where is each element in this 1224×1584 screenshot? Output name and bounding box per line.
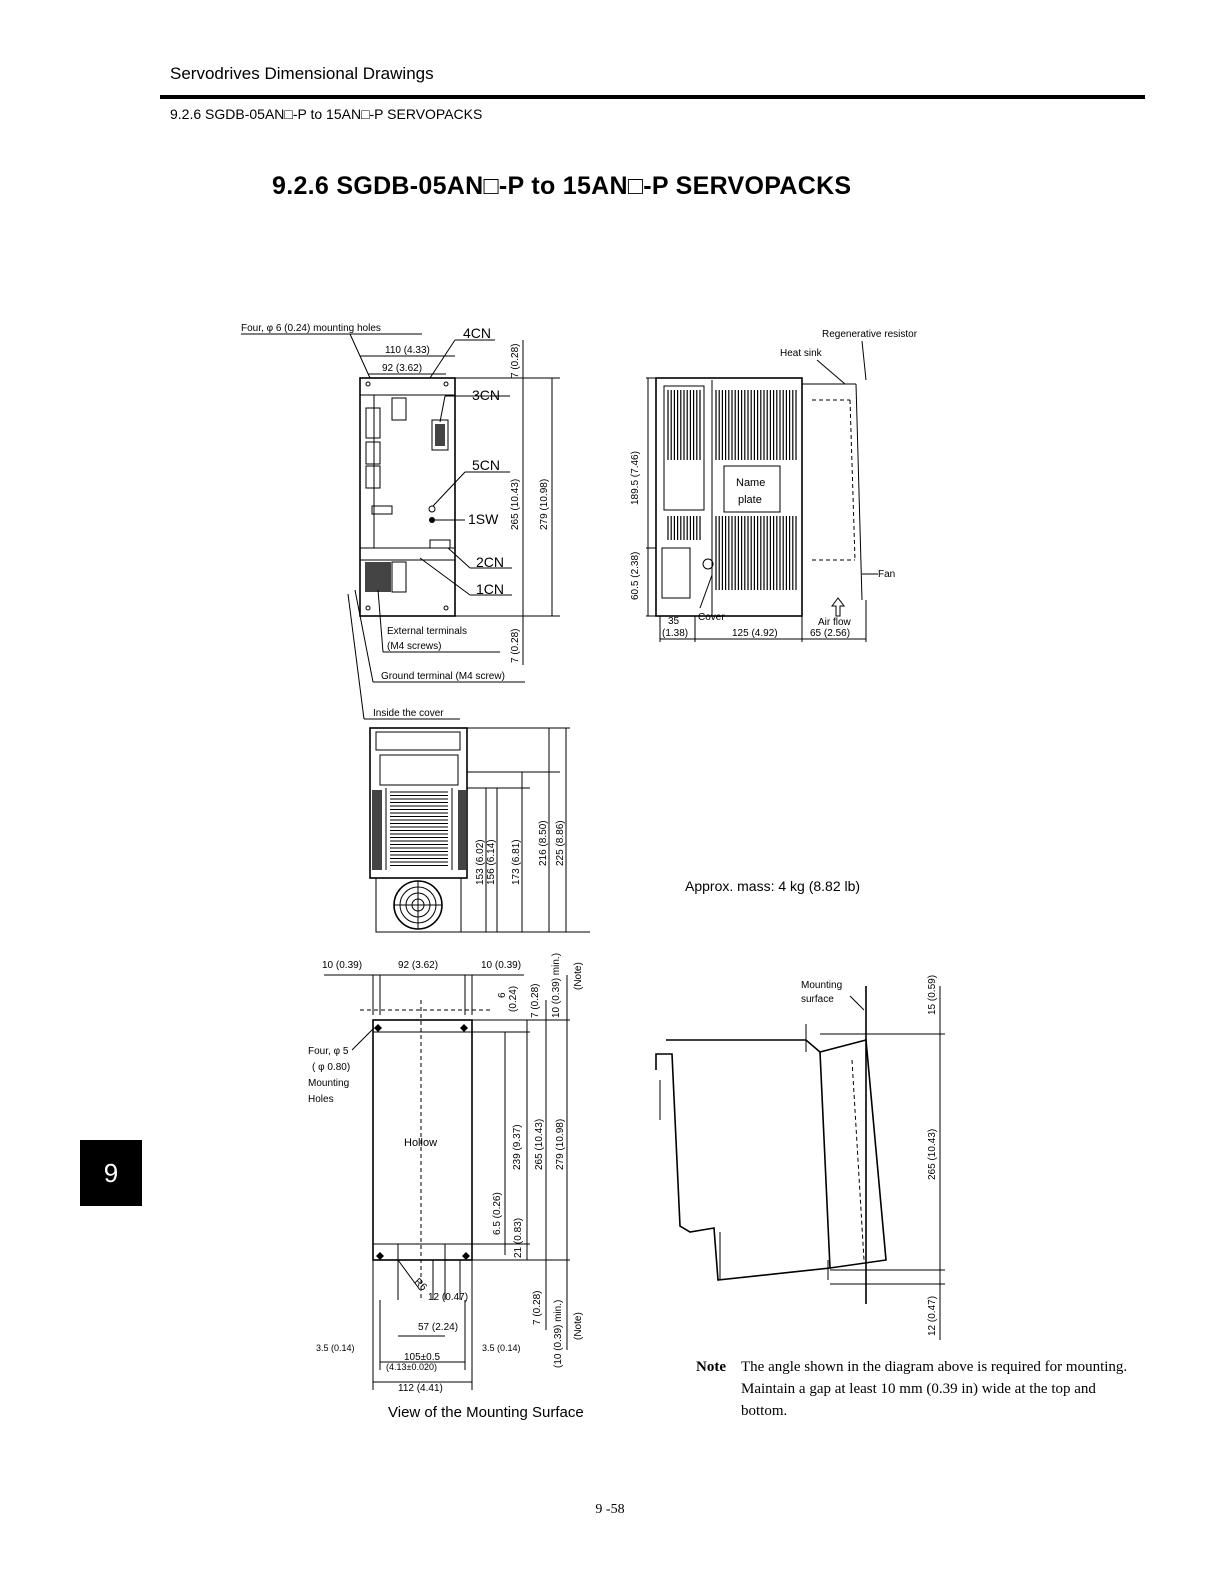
front-bottom-dim: 7 (0.28) xyxy=(510,629,521,663)
side-dim-35-inch: (1.38) xyxy=(662,628,688,639)
regenerative-resistor-label: Regenerative resistor xyxy=(822,329,918,340)
angled-heat-sink xyxy=(819,1038,887,1269)
mount-dim-3-5-right: 3.5 (0.14) xyxy=(482,1343,521,1353)
mount-holes-label-4: Holes xyxy=(308,1094,334,1105)
mount-plate xyxy=(372,1019,473,1261)
mount-dim-21: 21 (0.83) xyxy=(513,1218,524,1258)
mount-hole-bottom-right-icon xyxy=(462,1252,470,1260)
front-width-dim: 110 (4.33) xyxy=(385,345,430,356)
side-dim-65: 65 (2.56) xyxy=(810,628,850,639)
mount-note-top: (Note) xyxy=(573,962,584,990)
angle-dim-15: 15 (0.59) xyxy=(927,975,938,1015)
mount-dim-12: 12 (0.47) xyxy=(428,1292,468,1303)
mounting-surface-view: 10 (0.39) 92 (3.62) 10 (0.39) 6 (0.24) 7… xyxy=(308,953,584,1394)
mount-dim-112: 112 (4.41) xyxy=(398,1383,443,1394)
angle-dim-265: 265 (10.43) xyxy=(927,1129,938,1180)
cover-label: Cover xyxy=(698,612,725,623)
approx-mass: Approx. mass: 4 kg (8.82 lb) xyxy=(685,878,861,894)
note-label: Note xyxy=(696,1359,726,1375)
bottom-dim-153: 153 (6.02) xyxy=(475,839,486,885)
page-number: 9 -58 xyxy=(595,1502,625,1517)
section-title: 9.2.6 SGDB-05AN□-P to 15AN□-P SERVOPACKS xyxy=(272,172,852,200)
bottom-dim-225: 225 (8.86) xyxy=(555,820,566,866)
name-plate-text-1: Name xyxy=(736,477,765,489)
running-header-title: Servodrives Dimensional Drawings xyxy=(170,64,434,83)
side-lower-dim: 60.5 (2.38) xyxy=(630,552,641,600)
mount-hole-bottom-left-icon xyxy=(376,1252,384,1260)
connector-label-4cn: 4CN xyxy=(463,325,491,341)
front-height-dim: 279 (10.98) xyxy=(539,479,550,530)
name-plate-text-2: plate xyxy=(738,494,762,506)
mounting-surface-label-1: Mounting xyxy=(801,980,842,991)
side-upper-dim: 189.5 (7.46) xyxy=(630,451,641,505)
air-flow-label: Air flow xyxy=(818,617,852,628)
mount-top-dim-left: 10 (0.39) xyxy=(322,960,362,971)
angled-mounting-view: Mounting surface 15 (0.59) 265 (10.43) 1… xyxy=(655,975,945,1340)
name-plate xyxy=(723,465,781,513)
front-mounting-holes-label: Four, φ 6 (0.24) mounting holes xyxy=(241,323,381,334)
mount-dim-7-bottom: 7 (0.28) xyxy=(532,1291,543,1325)
mount-holes-label-1: Four, φ 5 xyxy=(308,1046,349,1057)
side-dim-35: 35 xyxy=(668,616,680,627)
side-dim-125: 125 (4.92) xyxy=(732,628,778,639)
running-header-subtitle: 9.2.6 SGDB-05AN□-P to 15AN□-P SERVOPACKS xyxy=(170,106,483,122)
bottom-dim-216: 216 (8.50) xyxy=(538,820,549,866)
mount-holes-label-2: ( φ 0.80) xyxy=(312,1062,350,1073)
bottom-dim-173: 173 (6.81) xyxy=(511,839,522,885)
mounting-surface-label-2: surface xyxy=(801,994,834,1005)
heat-sink-label: Heat sink xyxy=(780,348,823,359)
front-pitch-dim: 92 (3.62) xyxy=(382,363,422,374)
mount-dim-3-5-left: 3.5 (0.14) xyxy=(316,1343,355,1353)
mount-dim-6-5: 6.5 (0.26) xyxy=(492,1192,503,1235)
bottom-view: 153 (6.02) 156 (6.14) 173 (6.81) 216 (8.… xyxy=(369,727,590,933)
front-view: Four, φ 6 (0.24) mounting holes 110 (4.3… xyxy=(241,323,560,720)
mount-dim-10-top: 10 (0.39) min.) xyxy=(551,953,562,1018)
external-terminals-screw-label: (M4 screws) xyxy=(387,641,441,652)
side-body xyxy=(655,377,803,617)
angle-dim-12: 12 (0.47) xyxy=(927,1296,938,1336)
side-view: Regenerative resistor Heat sink Name pla… xyxy=(630,329,918,642)
mount-dim-239: 239 (9.37) xyxy=(512,1124,523,1170)
mount-dim-57: 57 (2.24) xyxy=(418,1322,458,1333)
connector-label-1cn: 1CN xyxy=(476,581,504,597)
mount-dim-6-inch: (0.24) xyxy=(508,986,519,1012)
front-body xyxy=(359,377,456,617)
mount-hole-top-left-icon xyxy=(374,1024,382,1032)
ground-terminal-label: Ground terminal (M4 screw) xyxy=(381,671,505,682)
angled-servo-body xyxy=(655,1039,831,1281)
mount-dim-10-bottom: (10 (0.39) min.) xyxy=(553,1300,564,1368)
mount-dim-7-top: 7 (0.28) xyxy=(530,984,541,1018)
connector-label-5cn: 5CN xyxy=(472,457,500,473)
mount-dim-279: 279 (10.98) xyxy=(555,1119,566,1170)
radius-label: R6 xyxy=(412,1276,429,1293)
inside-cover-label: Inside the cover xyxy=(373,708,444,719)
connector-label-3cn: 3CN xyxy=(472,387,500,403)
heat-sink-fins xyxy=(667,390,797,590)
mounting-note: Note The angle shown in the diagram abov… xyxy=(696,1356,1136,1422)
note-text: The angle shown in the diagram above is … xyxy=(741,1359,1128,1419)
mount-top-dim-right: 10 (0.39) xyxy=(481,960,521,971)
mount-dim-265: 265 (10.43) xyxy=(534,1119,545,1170)
connector-label-2cn: 2CN xyxy=(476,554,504,570)
header-rule xyxy=(160,95,1145,99)
mount-hole-top-right-icon xyxy=(460,1024,468,1032)
external-terminals-label: External terminals xyxy=(387,626,467,637)
bottom-grille xyxy=(390,791,448,866)
mount-note-bottom: (Note) xyxy=(573,1312,584,1340)
mount-dim-105-inch: (4.13±0.020) xyxy=(386,1362,437,1372)
chapter-tab: 9 xyxy=(80,1140,142,1206)
front-top-dim: 7 (0.28) xyxy=(510,344,521,378)
air-flow-arrow-icon xyxy=(831,597,845,617)
mount-top-dim-pitch: 92 (3.62) xyxy=(398,960,438,971)
mount-dim-105: 105±0.5 xyxy=(404,1352,441,1363)
mounting-surface-caption: View of the Mounting Surface xyxy=(388,1404,584,1421)
hollow-label: Hollow xyxy=(404,1137,437,1149)
mount-dim-6: 6 xyxy=(497,992,508,998)
front-height-inner-dim: 265 (10.43) xyxy=(510,479,521,530)
bottom-dim-156: 156 (6.14) xyxy=(486,839,497,885)
mount-holes-label-3: Mounting xyxy=(308,1078,349,1089)
fan-label: Fan xyxy=(878,569,895,580)
connector-label-1sw: 1SW xyxy=(468,511,499,527)
